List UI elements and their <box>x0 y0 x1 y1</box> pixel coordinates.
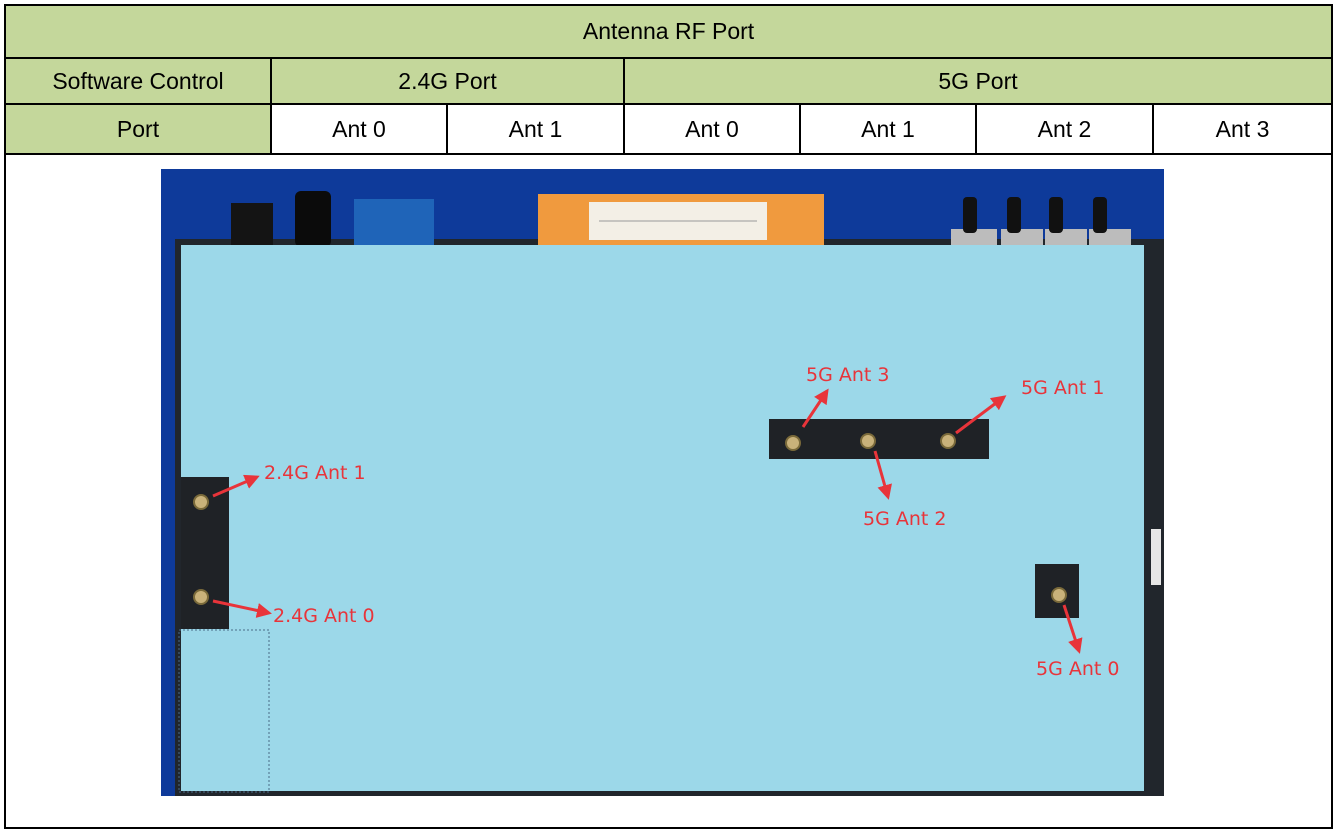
5g-ant3-connector <box>785 435 801 451</box>
software-control-label: Software Control <box>4 57 272 105</box>
antenna-port-table: Antenna RF Port Software Control 2.4G Po… <box>3 4 1334 829</box>
dc-barrel <box>295 191 331 247</box>
arrow-5g-ant0 <box>1062 604 1083 654</box>
label-5g-ant2: 5G Ant 2 <box>863 508 946 530</box>
arrow-24g-ant1 <box>212 474 260 498</box>
table-title: Antenna RF Port <box>3 4 1334 59</box>
blue-button <box>354 199 434 247</box>
ant5-2-header: Ant 2 <box>975 103 1154 155</box>
24g-ant1-connector <box>193 494 209 510</box>
5g-ant2-connector <box>860 433 876 449</box>
ant5-3-header: Ant 3 <box>1151 103 1334 155</box>
port-label: Port <box>4 103 272 155</box>
ant24-0-header: Ant 0 <box>270 103 448 155</box>
arrow-5g-ant1 <box>955 395 1007 435</box>
ant24-1-header: Ant 1 <box>446 103 625 155</box>
ant5-1-header: Ant 1 <box>799 103 977 155</box>
24g-ant0-connector <box>193 589 209 605</box>
arrow-24g-ant0 <box>212 599 272 618</box>
photo-cell: 5G Ant 3 5G Ant 1 5G Ant 2 5G Ant 0 2.4G… <box>3 153 1334 829</box>
5g-antenna-strip <box>769 419 989 459</box>
band-5g-header: 5G Port <box>622 57 1334 105</box>
label-5g-ant1: 5G Ant 1 <box>1021 377 1104 399</box>
5g-ant1-connector <box>940 433 956 449</box>
label-24g-ant0: 2.4G Ant 0 <box>273 605 375 627</box>
board-cover <box>181 245 1144 791</box>
router-board-photo: 5G Ant 3 5G Ant 1 5G Ant 2 5G Ant 0 2.4G… <box>161 169 1164 796</box>
5g-ant0-connector <box>1051 587 1067 603</box>
label-24g-ant1: 2.4G Ant 1 <box>264 462 366 484</box>
power-jack <box>231 203 273 245</box>
label-5g-ant3: 5G Ant 3 <box>806 364 889 386</box>
arrow-5g-ant3 <box>801 388 829 428</box>
label-5g-ant0: 5G Ant 0 <box>1036 658 1119 680</box>
arrow-5g-ant2 <box>873 450 892 500</box>
selection-box <box>178 629 270 793</box>
band-24g-header: 2.4G Port <box>270 57 625 105</box>
ant5-0-header: Ant 0 <box>623 103 801 155</box>
